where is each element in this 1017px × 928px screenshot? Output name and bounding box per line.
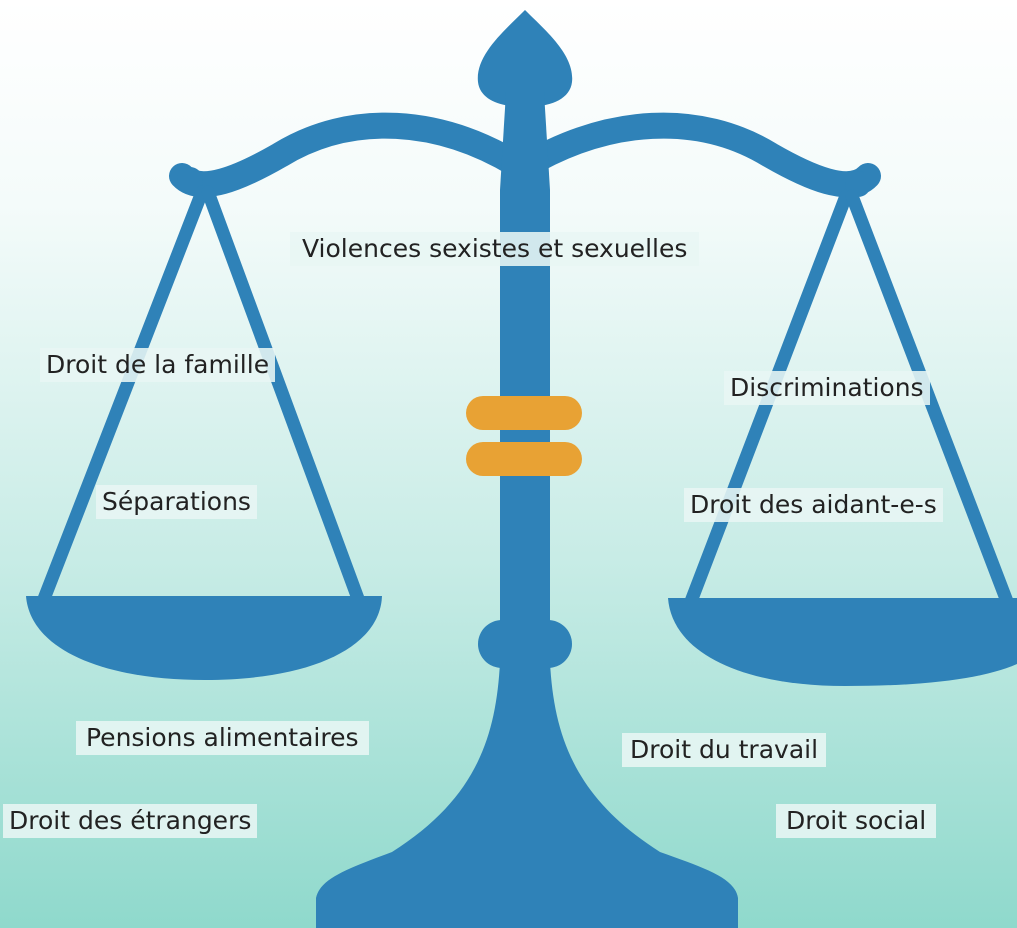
left-pan-string-outer [35,185,209,611]
label-droit-etrangers: Droit des étrangers [3,804,258,838]
label-pensions-alimentaires: Pensions alimentaires [76,721,369,755]
right-pan [668,598,1017,686]
equals-icon-top-bar [466,396,582,430]
left-pan [26,596,382,680]
equals-icon-bottom-bar [466,442,582,476]
label-droit-famille: Droit de la famille [40,348,276,382]
label-separations: Séparations [96,485,257,519]
left-pan-string-inner [201,185,367,611]
label-violences-sexistes: Violences sexistes et sexuelles [290,232,700,266]
label-droit-aidants: Droit des aidant-e-s [684,488,943,522]
label-droit-travail: Droit du travail [622,733,827,767]
right-pan-string-outer [845,189,1015,611]
base [316,662,738,928]
column-knob [478,620,572,668]
finial [477,10,573,107]
label-discriminations: Discriminations [724,371,930,405]
central-column [500,92,550,636]
left-pivot [177,167,203,193]
label-droit-social: Droit social [776,804,937,838]
